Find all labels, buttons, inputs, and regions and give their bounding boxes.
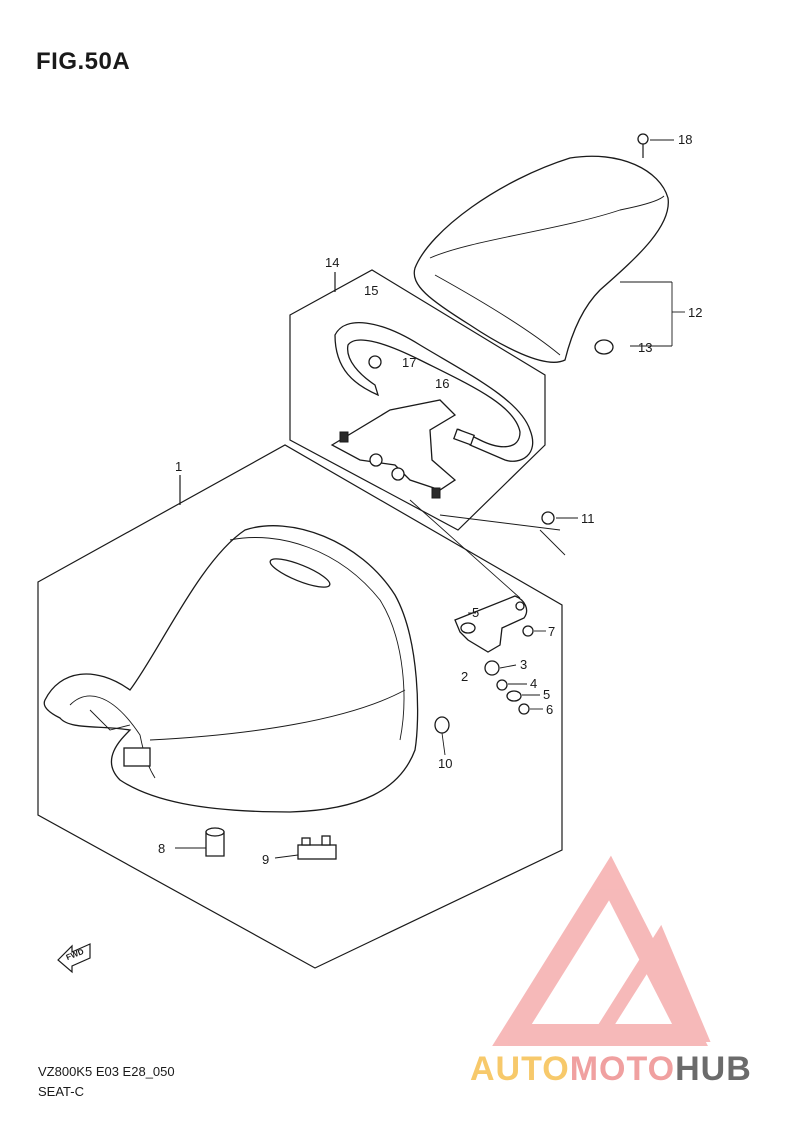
seat-bracket: [330, 399, 457, 491]
pillion-assembly-box: [289, 269, 546, 531]
callout-6: 6: [546, 702, 554, 717]
brand-part-1: AUTO: [470, 1050, 570, 1088]
collar-4: [496, 679, 508, 691]
washer-5b: [506, 690, 522, 702]
brand-part-2: MOTO: [569, 1050, 676, 1088]
callout-15: 15: [364, 283, 379, 298]
callout-1: 1: [175, 459, 183, 474]
pillion-seat: [413, 155, 669, 363]
section-name: SEAT-C: [38, 1084, 84, 1099]
callout-18: 18: [678, 132, 693, 147]
cushion-13: [594, 339, 614, 355]
callout-7: 7: [548, 624, 556, 639]
callout-17: 17: [402, 355, 417, 370]
main-seat: [43, 525, 419, 813]
model-code: VZ800K5 E03 E28_050: [38, 1064, 175, 1079]
cushion-10: [434, 716, 450, 734]
seat-strap: [334, 322, 534, 462]
callout-8: 8: [158, 841, 166, 856]
fwd-arrow-icon: [57, 943, 91, 974]
bolt-18: [637, 133, 649, 145]
callout-13: 13: [638, 340, 653, 355]
callout-14: 14: [325, 255, 340, 270]
cushion-3: [484, 660, 500, 676]
washer-5a: [460, 622, 476, 634]
clamp-9: [297, 844, 337, 860]
callout-2: 2: [461, 669, 469, 684]
brand-part-3: HUB: [675, 1050, 752, 1088]
callout-10: 10: [438, 756, 453, 771]
callout-5-upper: 5: [472, 605, 480, 620]
nut-7: [522, 625, 534, 637]
callout-9: 9: [262, 852, 270, 867]
nut-17: [368, 355, 382, 369]
callout-16: 16: [435, 376, 450, 391]
nut-6: [518, 703, 530, 715]
seat-hinge-bracket: [454, 595, 528, 653]
watermark-brand: AUTOMOTOHUB: [470, 1050, 752, 1089]
callout-3: 3: [520, 657, 528, 672]
figure-title: FIG.50A: [36, 48, 131, 75]
callout-4: 4: [530, 676, 538, 691]
callout-5-lower: 5: [543, 687, 551, 702]
bolt-11: [541, 511, 555, 525]
callout-12: 12: [688, 305, 703, 320]
watermark-logo: [492, 855, 711, 1046]
callout-11: 11: [581, 511, 595, 526]
main-seat-box: [37, 444, 563, 969]
